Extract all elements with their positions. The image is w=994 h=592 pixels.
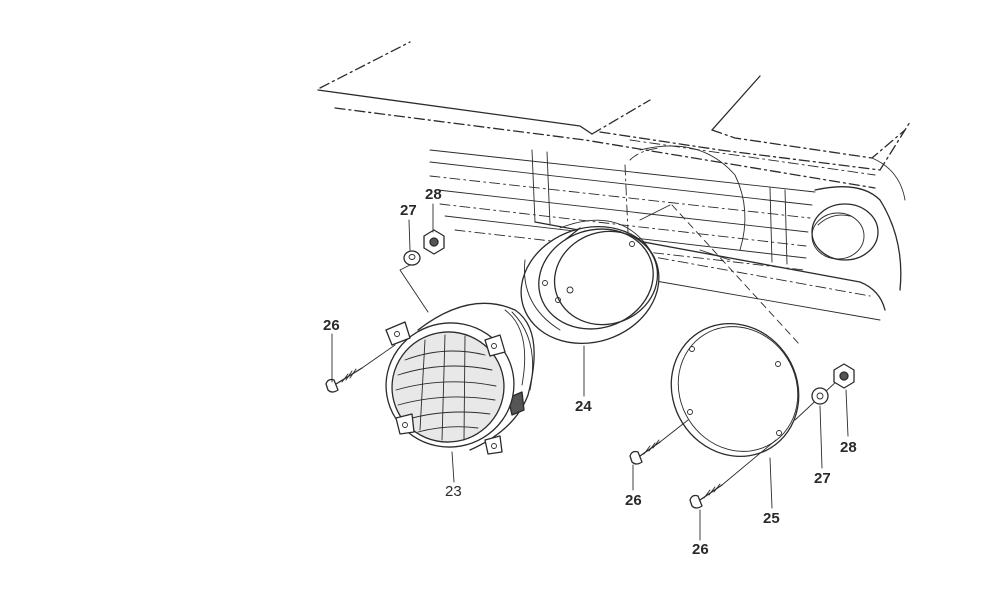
callout-labels: 27 28 26 24 23 26 26 25 27 28 [323, 186, 857, 558]
washer-part-27-right [811, 387, 829, 405]
callout-27-upper: 27 [400, 202, 417, 219]
leader-lines [331, 203, 849, 541]
callout-27-right: 27 [814, 470, 831, 487]
nut-part-28-upper [423, 229, 445, 255]
washer-part-27-upper [403, 250, 421, 266]
callout-28-right: 28 [840, 439, 857, 456]
callout-26-left: 26 [323, 317, 340, 334]
callout-26-lower: 26 [692, 541, 709, 558]
callout-28-upper: 28 [425, 186, 442, 203]
screw-part-26-left [325, 344, 396, 393]
callout-24: 24 [575, 398, 592, 415]
nut-part-28-right [833, 363, 855, 389]
cover-plate-part-25 [670, 322, 800, 458]
screw-part-26-middle [629, 419, 689, 465]
headlight-ring-part-24 [520, 219, 660, 345]
screw-part-26-lower [689, 439, 777, 509]
callout-23: 23 [445, 483, 462, 500]
callout-26-middle: 26 [625, 492, 642, 509]
callout-25: 25 [763, 510, 780, 527]
headlight-unit-part-23 [385, 302, 535, 455]
